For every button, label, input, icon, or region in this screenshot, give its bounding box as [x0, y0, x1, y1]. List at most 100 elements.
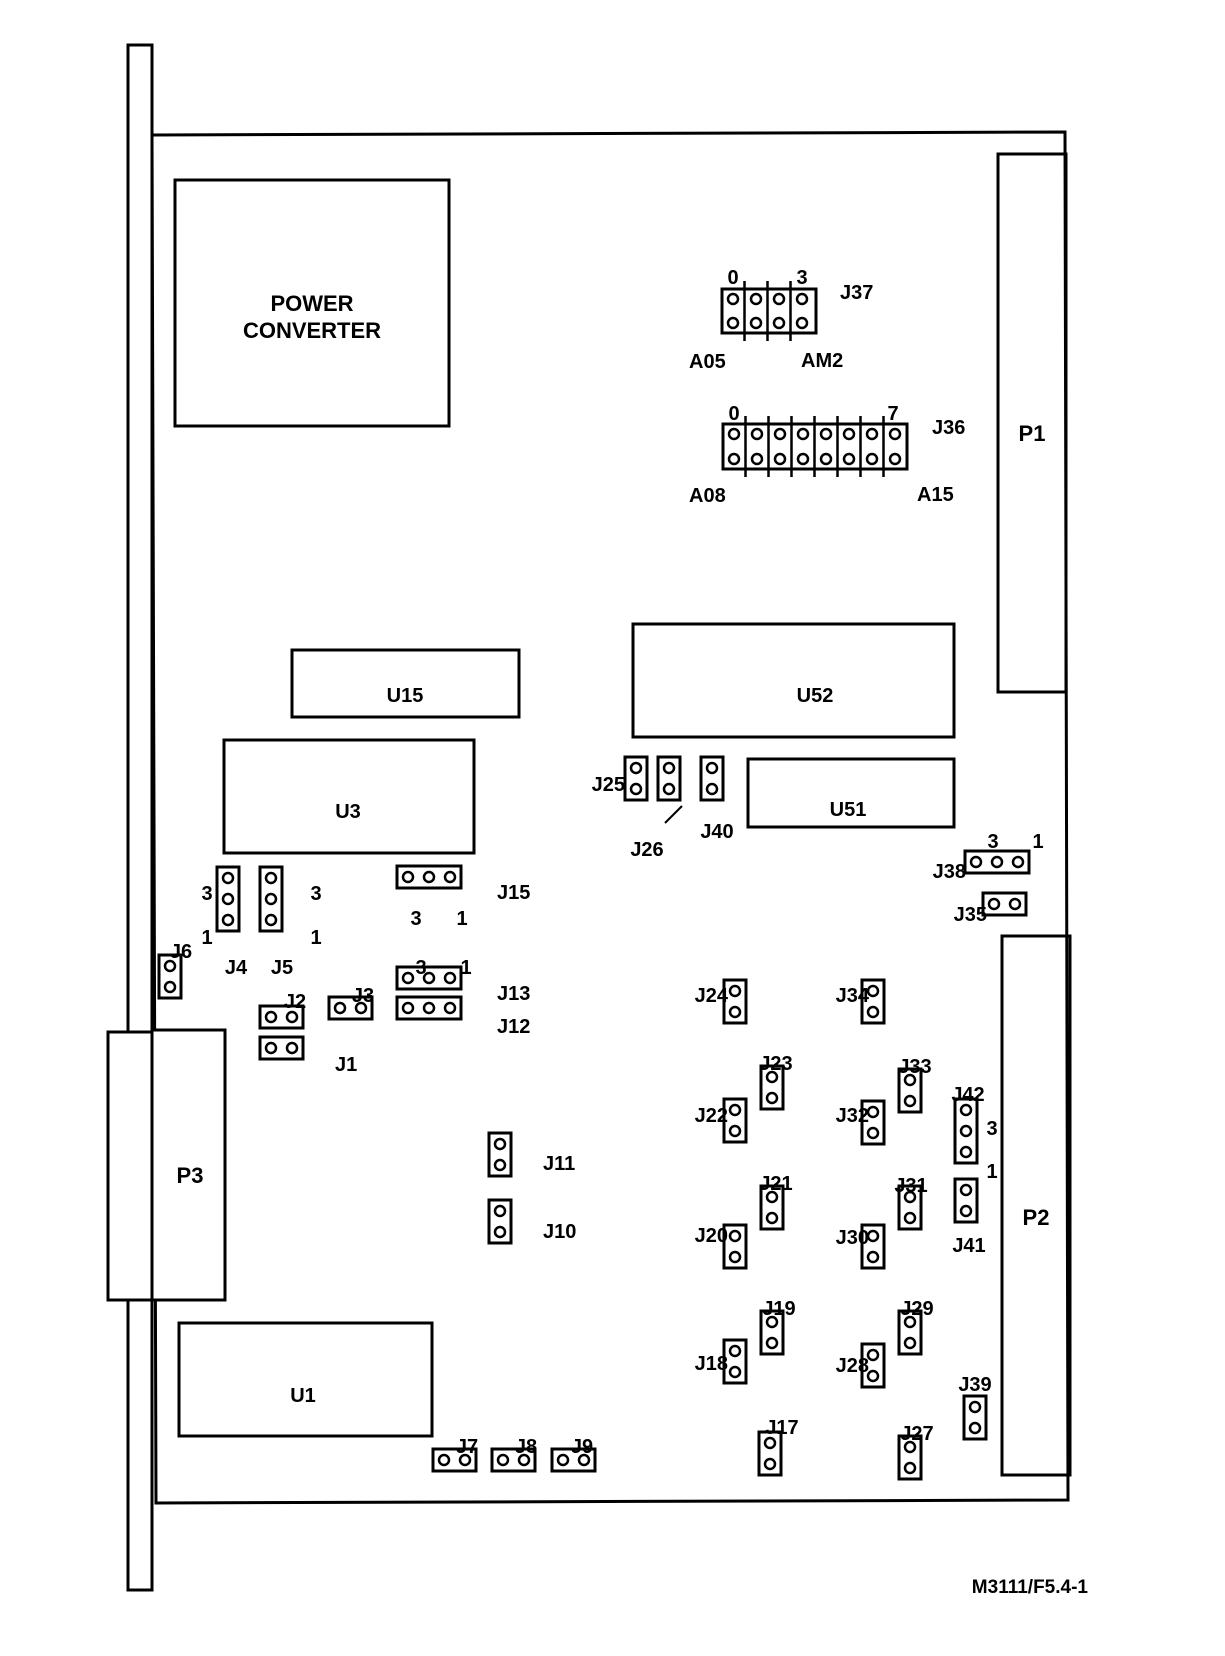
- jumper-j18-label: J18: [695, 1353, 728, 1375]
- jumper-j17-pin: [763, 1436, 777, 1450]
- jumper-j21-label: J21: [759, 1173, 792, 1195]
- jumper-j11-pin: [493, 1137, 507, 1151]
- jumper-j10-pin: [493, 1204, 507, 1218]
- jumper-j28-label: J28: [836, 1355, 869, 1377]
- jumper-j25-body: [623, 755, 649, 802]
- jumper-j26-pin: [662, 782, 676, 796]
- jumper-j42-pin: [959, 1103, 973, 1117]
- j42-pin-1: 1: [986, 1161, 997, 1183]
- jumper-j7: [431, 1447, 478, 1473]
- jumper-j19-pin: [765, 1336, 779, 1350]
- front-panel: [126, 43, 154, 1592]
- jumper-j24-label: J24: [695, 985, 729, 1007]
- header-j36-pin: [773, 427, 787, 441]
- j13-pin-3: 3: [415, 957, 426, 979]
- jumper-j17-pin: [763, 1457, 777, 1471]
- header-j36-pin: [865, 452, 879, 466]
- jumper-j20-body: [722, 1223, 748, 1270]
- header-j36-pin: [727, 452, 741, 466]
- jumper-j32-body: [860, 1099, 886, 1146]
- header-j37-pin: [795, 292, 809, 306]
- jumper-j31: [897, 1184, 923, 1231]
- header-j37-pin: [749, 292, 763, 306]
- jumper-j42: [953, 1097, 979, 1165]
- jumper-j18: [722, 1338, 748, 1385]
- j42-pin-3: 3: [986, 1118, 997, 1140]
- connector-p1-label: P1: [1019, 421, 1046, 446]
- jumper-j15-pin: [422, 870, 436, 884]
- jumper-j32-pin: [866, 1126, 880, 1140]
- jumper-j25-pin: [629, 782, 643, 796]
- jumper-j39-pin: [968, 1421, 982, 1435]
- j36-right-caption: A15: [917, 484, 954, 506]
- jumper-j11-pin: [493, 1158, 507, 1172]
- jumper-j19-label: J19: [762, 1298, 795, 1320]
- j13-pin-1: 1: [460, 957, 471, 979]
- jumper-j33-body: [897, 1067, 923, 1114]
- jumper-j30-pin: [866, 1250, 880, 1264]
- jumper-j4-pin: [221, 913, 235, 927]
- jumper-j41-body: [953, 1177, 979, 1224]
- jumper-j17-body: [757, 1430, 783, 1477]
- jumper-j41-pin: [959, 1204, 973, 1218]
- jumper-j8: [490, 1447, 537, 1473]
- jumper-j22-label: J22: [695, 1105, 728, 1127]
- chip-u51: [746, 757, 956, 829]
- jumper-j26-pin: [662, 761, 676, 775]
- jumper-j1-label: J1: [335, 1054, 357, 1076]
- jumper-j5-body: [258, 865, 284, 933]
- jumper-j28-body: [860, 1342, 886, 1389]
- jumper-j33-label: J33: [898, 1056, 931, 1078]
- jumper-j6: [157, 953, 183, 1000]
- jumper-j7-pin: [437, 1453, 451, 1467]
- jumper-j29-label: J29: [900, 1298, 933, 1320]
- jumper-j1-pin: [285, 1041, 299, 1055]
- jumper-j24: [722, 978, 748, 1025]
- jumper-j30-body: [860, 1223, 886, 1270]
- jumper-j20-label: J20: [695, 1225, 728, 1247]
- pin-annotations: 3 1 3 1 3 1 3 1 3 1 3 1: [201, 831, 1043, 1183]
- chip-u3: [222, 738, 476, 855]
- header-j36-pin: [865, 427, 879, 441]
- jumper-j27-body: [897, 1434, 923, 1481]
- jumper-j26: [656, 755, 682, 802]
- j38-pin-3: 3: [987, 831, 998, 853]
- jumper-j12-body: [395, 995, 463, 1021]
- jumper-j10-label: J10: [543, 1221, 576, 1243]
- jumper-j21: [759, 1184, 785, 1231]
- jumper-j6-pin: [163, 980, 177, 994]
- jumper-j5-pin: [264, 913, 278, 927]
- header-j36-pin: [796, 452, 810, 466]
- jumper-j24-pin: [728, 984, 742, 998]
- header-j36-pin: [888, 427, 902, 441]
- jumper-j22: [722, 1097, 748, 1144]
- j4-pin-1: 1: [201, 927, 212, 949]
- jumper-j42-label: J42: [951, 1084, 984, 1106]
- jumper-j8-pin: [517, 1453, 531, 1467]
- jumper-j32: [860, 1099, 886, 1146]
- jumper-j5-pin: [264, 871, 278, 885]
- jumper-j7-label: J7: [456, 1436, 478, 1458]
- jumper-j20: [722, 1223, 748, 1270]
- header-j36-pin: [819, 452, 833, 466]
- j15-pin-3: 3: [410, 908, 421, 930]
- jumper-j27-label: J27: [900, 1423, 933, 1445]
- connector-p1: [996, 152, 1068, 694]
- jumper-j39-body: [962, 1394, 988, 1441]
- power-converter-label-2: CONVERTER: [243, 318, 381, 343]
- jumper-j29-body: [897, 1309, 923, 1356]
- jumper-j13-label: J13: [497, 983, 530, 1005]
- jumper-j17-label: J17: [765, 1417, 798, 1439]
- jumper-j9-pin: [556, 1453, 570, 1467]
- j37-pin-0: 0: [727, 267, 738, 289]
- jumper-j35-pin: [987, 897, 1001, 911]
- jumper-j35-pin: [1008, 897, 1022, 911]
- j36-pin-0: 0: [728, 403, 739, 425]
- header-j36-pins: [727, 416, 902, 477]
- jumper-j26-label: J26: [630, 839, 663, 861]
- jumper-j5-pin: [264, 892, 278, 906]
- jumper-j4-pin: [221, 871, 235, 885]
- chip-u52-label: U52: [797, 685, 834, 707]
- jumper-j6-pin: [163, 959, 177, 973]
- power-converter-label-1: POWER: [270, 291, 353, 316]
